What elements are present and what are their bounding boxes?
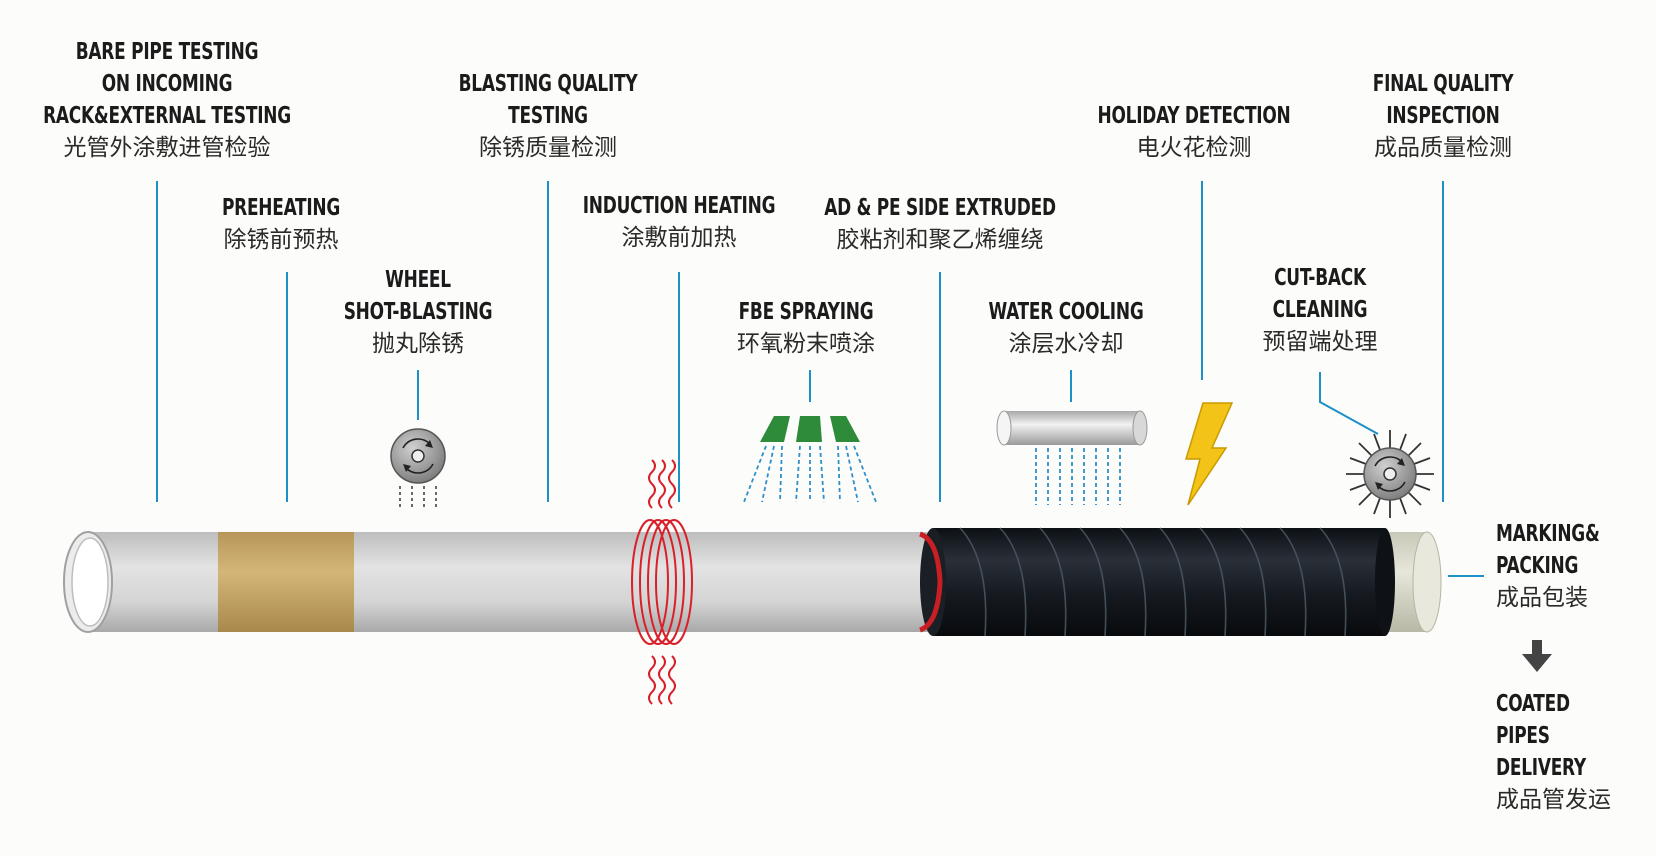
- step-title: BARE PIPE TESTING: [75, 39, 259, 65]
- down-arrow-icon: [1522, 640, 1552, 672]
- step-bare-pipe-testing: BARE PIPE TESTING ON INCOMING RACK&EXTER…: [16, 36, 318, 164]
- step-title: SHOT-BLASTING: [343, 299, 493, 325]
- step-title: PREHEATING: [221, 195, 341, 221]
- step-title-zh: 成品质量检测: [1373, 135, 1512, 161]
- step-title: FINAL QUALITY: [1372, 71, 1514, 97]
- fbe-spray-icon: [743, 416, 877, 503]
- water-cooling-icon: [996, 410, 1148, 505]
- cut-back-brush-icon: [1346, 430, 1434, 518]
- step-title-zh: 光管外涂敷进管检验: [63, 135, 271, 161]
- step-title: PACKING: [1496, 553, 1579, 579]
- step-title-zh: 抛丸除锈: [372, 331, 464, 357]
- step-title-zh: 除锈质量检测: [478, 135, 617, 161]
- step-title: HOLIDAY DETECTION: [1097, 103, 1291, 129]
- step-title-zh: 除锈前预热: [223, 227, 339, 253]
- step-preheating: PREHEATING 除锈前预热: [209, 192, 353, 256]
- step-title: RACK&EXTERNAL TESTING: [43, 103, 291, 129]
- step-title: INSPECTION: [1386, 103, 1500, 129]
- step-title: COATED: [1496, 691, 1570, 717]
- step-cut-back-cleaning: CUT-BACK CLEANING 预留端处理: [1262, 262, 1378, 358]
- step-title-zh: 环氧粉末喷涂: [737, 331, 875, 357]
- step-final-quality-inspection: FINAL QUALITY INSPECTION 成品质量检测: [1357, 68, 1528, 164]
- step-title: DELIVERY: [1496, 755, 1586, 781]
- step-induction-heating: INDUCTION HEATING 涂敷前加热: [562, 190, 797, 254]
- step-wheel-shot-blasting: WHEEL SHOT-BLASTING 抛丸除锈: [327, 264, 508, 360]
- step-title: WHEEL: [385, 267, 451, 293]
- pipe: [63, 527, 1442, 637]
- step-fbe-spraying: FBE SPRAYING 环氧粉末喷涂: [724, 296, 888, 360]
- step-title: ON INCOMING: [101, 71, 233, 97]
- coating-spiral: [959, 527, 1347, 637]
- leader-lines: [156, 181, 1484, 577]
- step-title: MARKING&: [1496, 521, 1600, 547]
- shot-blasting-wheel-icon: [390, 428, 446, 508]
- step-title: CLEANING: [1272, 297, 1368, 323]
- step-blasting-quality-testing: BLASTING QUALITY TESTING 除锈质量检测: [439, 68, 657, 164]
- step-water-cooling: WATER COOLING 涂层水冷却: [971, 296, 1160, 360]
- step-title: PIPES: [1496, 723, 1550, 749]
- step-title: TESTING: [508, 103, 588, 129]
- step-title-zh: 成品包装: [1496, 585, 1588, 611]
- step-coated-pipes-delivery: COATED PIPES DELIVERY 成品管发运: [1496, 688, 1611, 816]
- step-holiday-detection: HOLIDAY DETECTION 电火花检测: [1076, 100, 1311, 164]
- step-title: AD & PE SIDE EXTRUDED: [824, 195, 1056, 221]
- step-marking-packing: MARKING& PACKING 成品包装: [1496, 518, 1622, 614]
- step-ad-pe-side-extruded: AD & PE SIDE EXTRUDED 胶粘剂和聚乙烯缠绕: [799, 192, 1081, 256]
- step-title: FBE SPRAYING: [738, 299, 874, 325]
- step-title: CUT-BACK: [1274, 265, 1366, 291]
- induction-coil-icon: [631, 459, 693, 705]
- step-title-zh: 成品管发运: [1496, 787, 1611, 813]
- lightning-bolt-icon: [1184, 402, 1234, 506]
- step-title: BLASTING QUALITY: [458, 71, 638, 97]
- step-title-zh: 涂层水冷却: [1008, 331, 1124, 357]
- step-title: INDUCTION HEATING: [582, 193, 776, 219]
- step-title-zh: 预留端处理: [1262, 329, 1378, 355]
- step-title-zh: 涂敷前加热: [621, 225, 737, 251]
- step-title: WATER COOLING: [988, 299, 1144, 325]
- step-title-zh: 胶粘剂和聚乙烯缠绕: [836, 227, 1044, 253]
- step-title-zh: 电火花检测: [1136, 135, 1252, 161]
